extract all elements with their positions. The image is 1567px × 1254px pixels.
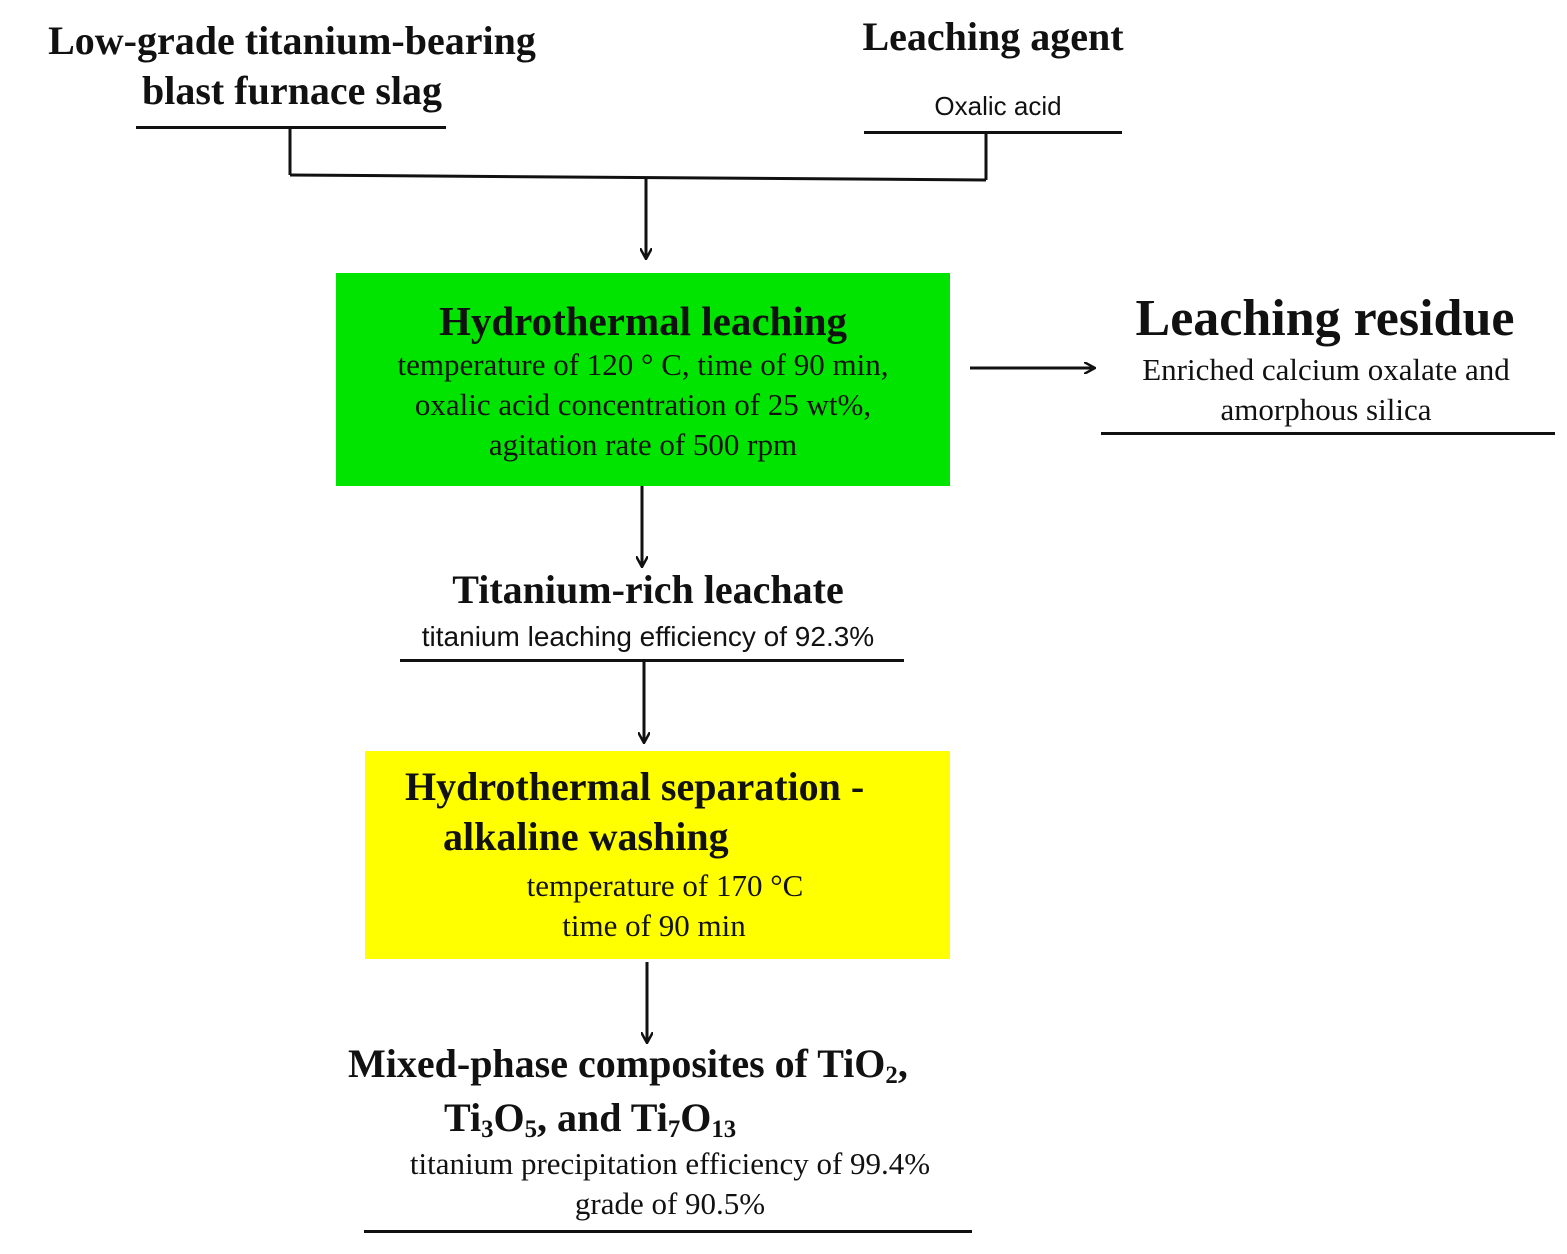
merge-lines bbox=[288, 128, 988, 182]
separation-title1: Hydrothermal separation - bbox=[405, 764, 865, 809]
product-detail1: titanium precipitation efficiency of 99.… bbox=[409, 1146, 931, 1181]
slag-line2: blast furnace slag bbox=[142, 68, 442, 113]
product-o5-sub: 5 bbox=[524, 1116, 538, 1144]
leachate-underline bbox=[400, 659, 904, 662]
product-title-line1: Mixed-phase composites of TiO2, bbox=[348, 1038, 908, 1090]
product-l1-sub: 2 bbox=[885, 1062, 898, 1090]
residue-line1: Enriched calcium oxalate and bbox=[1142, 352, 1510, 387]
leaching-title: Hydrothermal leaching bbox=[438, 298, 848, 344]
hydrothermal-separation-box: Hydrothermal separation - alkaline washi… bbox=[365, 751, 950, 959]
leaching-cond3: agitation rate of 500 rpm bbox=[488, 427, 798, 462]
separation-cond2: time of 90 min bbox=[562, 908, 746, 943]
product-ti3: Ti bbox=[444, 1095, 482, 1140]
product-underline bbox=[364, 1230, 972, 1233]
oxalic-acid-label: Oxalic acid bbox=[934, 91, 1062, 121]
hydrothermal-leaching-box: Hydrothermal leaching temperature of 120… bbox=[336, 273, 950, 486]
slag-line1: Low-grade titanium-bearing bbox=[48, 18, 536, 63]
residue-underline bbox=[1101, 432, 1555, 435]
leaching-agent-title: Leaching agent bbox=[862, 14, 1124, 59]
residue-line2: amorphous silica bbox=[1220, 392, 1432, 427]
slag-underline bbox=[136, 126, 446, 129]
separation-title2: alkaline washing bbox=[443, 814, 729, 859]
separation-cond1: temperature of 170 °C bbox=[526, 868, 804, 903]
product-ti7-sub: 7 bbox=[667, 1116, 681, 1144]
residue-title: Leaching residue bbox=[1135, 290, 1515, 347]
product-o13: O bbox=[680, 1095, 712, 1140]
product-detail: titanium precipitation efficiency of 99.… bbox=[330, 1144, 1010, 1224]
product-title-line2: Ti3O5, and Ti7O13 bbox=[444, 1092, 736, 1144]
residue-detail: Enriched calcium oxalate and amorphous s… bbox=[1100, 350, 1552, 430]
product-ti3-sub: 3 bbox=[481, 1116, 494, 1144]
product-and-text: , and Ti bbox=[537, 1095, 668, 1140]
product-l1-text: Mixed-phase composites of TiO bbox=[348, 1041, 886, 1086]
leachate-detail: titanium leaching efficiency of 92.3% bbox=[421, 621, 875, 652]
leaching-cond1: temperature of 120 ° C, time of 90 min, bbox=[397, 347, 889, 382]
product-l1-end: , bbox=[897, 1041, 908, 1086]
product-o5: O bbox=[493, 1095, 525, 1140]
slag-input-label: Low-grade titanium-bearing blast furnace… bbox=[0, 16, 584, 116]
leachate-title: Titanium-rich leachate bbox=[452, 567, 844, 612]
agent-underline bbox=[864, 131, 1122, 134]
product-detail2: grade of 90.5% bbox=[574, 1186, 766, 1221]
product-o13-sub: 13 bbox=[711, 1116, 737, 1144]
leaching-cond2: oxalic acid concentration of 25 wt%, bbox=[414, 387, 872, 422]
